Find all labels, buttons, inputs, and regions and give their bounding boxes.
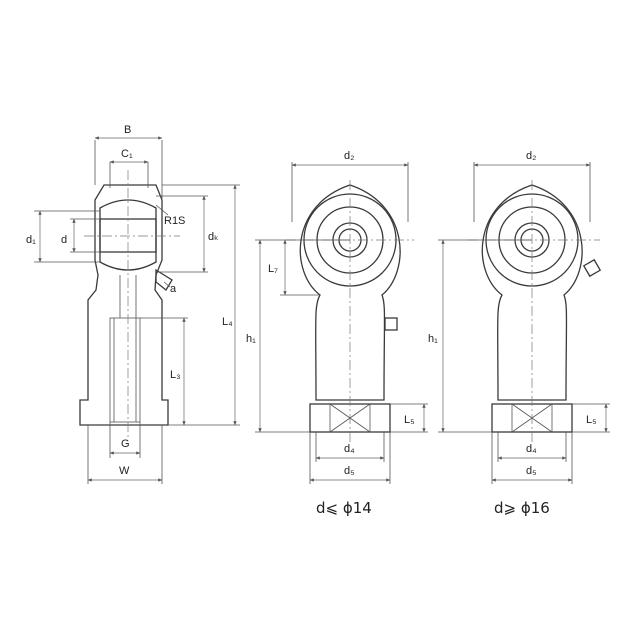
ball-inner: [99, 199, 157, 271]
thread-bore: [109, 317, 141, 423]
front-view-small: d₂ L₇ h₁ L₅ d₄ d₅ d⩽ ϕ14: [246, 150, 428, 517]
label-L5-left: L₅: [404, 414, 415, 426]
label-d5-right: d₅: [526, 465, 537, 477]
label-W: W: [119, 465, 130, 477]
label-h1-left: h₁: [246, 333, 256, 345]
grease-nipple-large: [582, 258, 602, 278]
label-d4-right: d₄: [526, 443, 537, 455]
label-d4-left: d₄: [344, 443, 355, 455]
label-C1: C₁: [121, 148, 133, 160]
caption-large: d⩾ ϕ16: [494, 499, 550, 517]
front-view-large: d₂ h₁ L₅ d₄ d₅ d⩾ ϕ16: [428, 150, 610, 517]
label-B: B: [124, 124, 131, 136]
rod-end-outline: [299, 184, 401, 401]
label-a: a: [170, 283, 177, 295]
label-L3: L₃: [170, 369, 181, 381]
label-L7: L₇: [268, 263, 278, 275]
label-L5-right: L₅: [586, 414, 597, 426]
label-G: G: [121, 438, 130, 450]
label-d: d: [61, 234, 67, 246]
section-view: B C₁ d₁ d R1S dₖ a L₃ L₄: [26, 124, 240, 484]
grease-nipple: [384, 317, 398, 331]
head-housing: [79, 184, 169, 426]
label-dk: dₖ: [208, 231, 219, 243]
label-L4: L₄: [222, 316, 233, 328]
label-d1: d₁: [26, 234, 36, 246]
label-d2-right: d₂: [526, 150, 536, 162]
label-h1-right: h₁: [428, 333, 438, 345]
caption-small: d⩽ ϕ14: [316, 499, 372, 517]
rod-end-outline-large: [481, 184, 583, 401]
label-d5-left: d₅: [344, 465, 355, 477]
label-d2-left: d₂: [344, 150, 354, 162]
label-R1S: R1S: [164, 215, 185, 227]
